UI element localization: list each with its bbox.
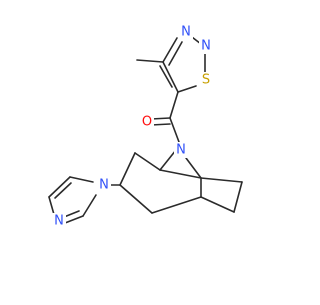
- bond-im-c5-n1: [69, 176, 94, 183]
- bond-c4-n3: [162, 37, 178, 63]
- bond-c1-c7: [159, 169, 202, 179]
- bond-c2-c3: [119, 152, 136, 186]
- bond-c5-c4-double: [159, 65, 173, 88]
- imidazole-nitrogen-atom-label: N: [54, 214, 64, 229]
- bridge-nitrogen-atom-label: N: [176, 143, 186, 158]
- bond-c4-c5: [151, 196, 202, 214]
- atom-label-layer: N N S O N N N: [52, 24, 213, 229]
- bond-s1-c5: [177, 85, 197, 93]
- bond-c4-methyl: [136, 59, 164, 63]
- bond-c3-c4: [119, 184, 153, 214]
- bond-im-c4-c5: [48, 176, 71, 198]
- bond-im-c4-c5-double: [54, 182, 72, 199]
- bond-n-c1: [159, 149, 177, 171]
- bond-c1-c2: [134, 152, 161, 171]
- bond-carbonyl-o-double: [150, 123, 171, 126]
- bond-n-c5: [185, 157, 202, 179]
- bond-carbonyl-n: [169, 117, 180, 143]
- bond-c5-c6: [200, 196, 235, 213]
- nitrogen-atom-label: N: [201, 39, 211, 54]
- imidazole-nitrogen-atom-label: N: [99, 178, 109, 193]
- bond-c7-c8: [200, 177, 243, 183]
- oxygen-atom-label: O: [142, 115, 152, 130]
- bond-layer: [48, 33, 243, 224]
- nitrogen-atom-label: N: [181, 25, 191, 40]
- structure-drawing: N N S O N N N: [48, 24, 243, 229]
- sulfur-atom-label: S: [202, 73, 210, 88]
- bond-c5-c4: [162, 61, 179, 93]
- bond-c4-n3-double: [168, 41, 183, 66]
- molecule-diagram: N N S O N N N: [48, 24, 243, 229]
- bond-c5-carbonyl: [169, 91, 179, 119]
- bond-im-c2-n3: [64, 215, 84, 224]
- bond-im-c2-n3-double: [63, 210, 80, 218]
- bond-carbonyl-o: [150, 117, 171, 120]
- bond-c6-c7: [233, 181, 243, 213]
- bond-im-n1-c2: [82, 194, 97, 217]
